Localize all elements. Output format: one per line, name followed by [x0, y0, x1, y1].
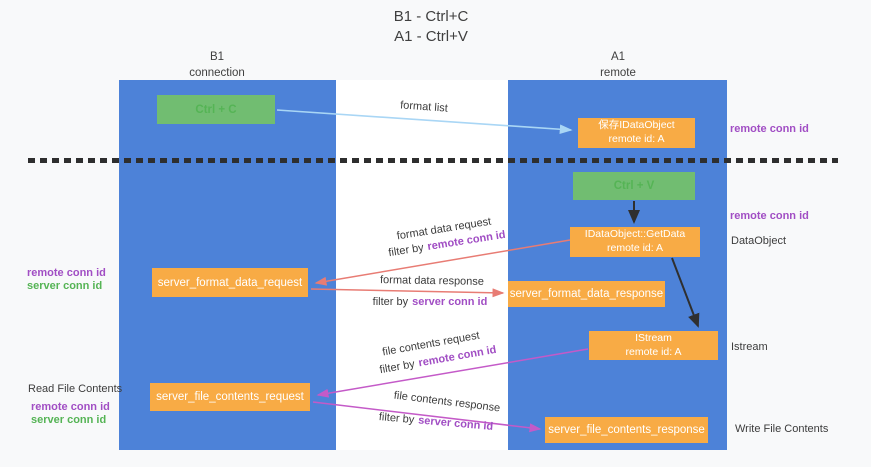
istream-box: IStream remote id: A [589, 331, 718, 360]
left-server-conn-id-top: server conn id [27, 280, 103, 292]
istream-side-label: Istream [731, 341, 768, 353]
server-format-data-request-label: server_format_data_request [157, 276, 303, 289]
copy-paste-divider-dashed-line [28, 158, 838, 163]
save-idataobject-line1: 保存IDataObject [598, 119, 675, 132]
left-server-conn-id-bottom: server conn id [31, 414, 107, 426]
server-file-contents-request-label: server_file_contents_request [156, 391, 304, 403]
server-format-data-request-box: server_format_data_request [152, 268, 308, 297]
right-column-role: remote [600, 66, 636, 79]
save-idataobject-line2: remote id: A [608, 133, 665, 145]
read-file-contents-label: Read File Contents [28, 383, 123, 395]
ctrl-c-box: Ctrl + C [157, 95, 275, 124]
format-response-filter-prefix: filter by [372, 296, 409, 308]
left-remote-conn-id-top: remote conn id [27, 267, 106, 279]
right-remote-conn-id-top: remote conn id [730, 123, 809, 135]
left-column-header: B1 connection [117, 50, 317, 81]
right-column-name: A1 [610, 51, 626, 63]
getdata-line2: remote id: A [606, 242, 664, 254]
ctrl-v-box: Ctrl + V [573, 172, 695, 200]
getdata-line1: IDataObject::GetData [584, 228, 686, 241]
istream-line2: remote id: A [625, 345, 682, 358]
istream-line1: IStream [635, 331, 672, 344]
server-format-data-response-label: server_format_data_response [509, 288, 664, 300]
server-file-contents-request-box: server_file_contents_request [150, 383, 310, 411]
dataobject-side-label: DataObject [731, 235, 787, 247]
save-idataobject-box: 保存IDataObject remote id: A [578, 118, 695, 148]
left-column-role: connection [189, 66, 245, 79]
ctrl-c-label: Ctrl + C [195, 103, 237, 116]
left-column-name: B1 [209, 51, 225, 63]
title-line-2: A1 - Ctrl+V [394, 28, 468, 46]
left-remote-conn-id-bottom: remote conn id [31, 401, 110, 413]
format-response-filter-key: server conn id [412, 296, 488, 308]
idataobject-getdata-box: IDataObject::GetData remote id: A [570, 227, 700, 257]
format-data-response-label: format data response [379, 274, 485, 288]
write-file-contents-label: Write File Contents [735, 423, 829, 435]
server-file-contents-response-label: server_file_contents_response [548, 424, 705, 436]
diagram-title: B1 - Ctrl+C A1 - Ctrl+V [0, 7, 862, 48]
server-file-contents-response-box: server_file_contents_response [545, 417, 708, 443]
right-remote-conn-id-mid: remote conn id [730, 210, 809, 222]
server-format-data-response-box: server_format_data_response [508, 281, 665, 307]
right-column-header: A1 remote [518, 50, 718, 81]
ctrl-v-label: Ctrl + V [613, 180, 655, 192]
title-line-1: B1 - Ctrl+C [393, 8, 469, 25]
